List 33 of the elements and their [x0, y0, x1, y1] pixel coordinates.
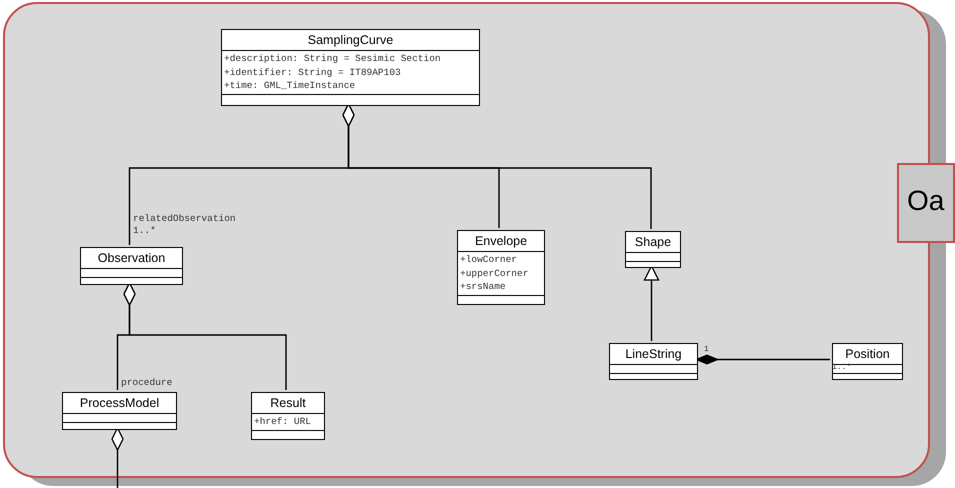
composition-line: [696, 354, 830, 364]
attribute-text: +srsName: [460, 280, 507, 294]
class-box: [62, 392, 177, 430]
attribute-text: +description: String = Sesimic Section: [224, 52, 442, 66]
class-name: SamplingCurve: [308, 33, 394, 47]
aggregation-line: [111, 427, 124, 488]
role-label: procedure: [121, 377, 174, 389]
aggregation-line: [342, 103, 652, 229]
attribute-text: +lowCorner: [460, 253, 518, 266]
box-text: Oa: [907, 185, 944, 217]
role-label: relatedObservation 1..*: [133, 213, 237, 237]
attribute-text: +href: URL: [254, 415, 312, 428]
class-name: ProcessModel: [80, 396, 160, 410]
text-box: [897, 163, 955, 243]
class-name: Position: [845, 347, 890, 361]
attribute-text: +identifier: String = IT89AP103: [224, 66, 402, 79]
class-box: [251, 392, 325, 440]
class-name: Observation: [98, 251, 166, 265]
class-name: Result: [270, 396, 306, 410]
attribute-text: +upperCorner: [460, 266, 530, 280]
class-box: [80, 247, 183, 285]
class-box: [457, 230, 545, 305]
class-box: [625, 231, 681, 268]
generalization-arrow: [644, 265, 660, 341]
class-box: [832, 343, 903, 380]
class-box: [221, 29, 480, 106]
multiplicity-label: 1: [704, 345, 709, 354]
attribute-text: +time: GML_TimeInstance: [224, 79, 356, 92]
class-name: Envelope: [474, 234, 528, 248]
class-name: LineString: [625, 347, 682, 361]
aggregation-line: [123, 282, 287, 390]
class-box: [609, 343, 698, 380]
class-name: Shape: [634, 235, 672, 249]
